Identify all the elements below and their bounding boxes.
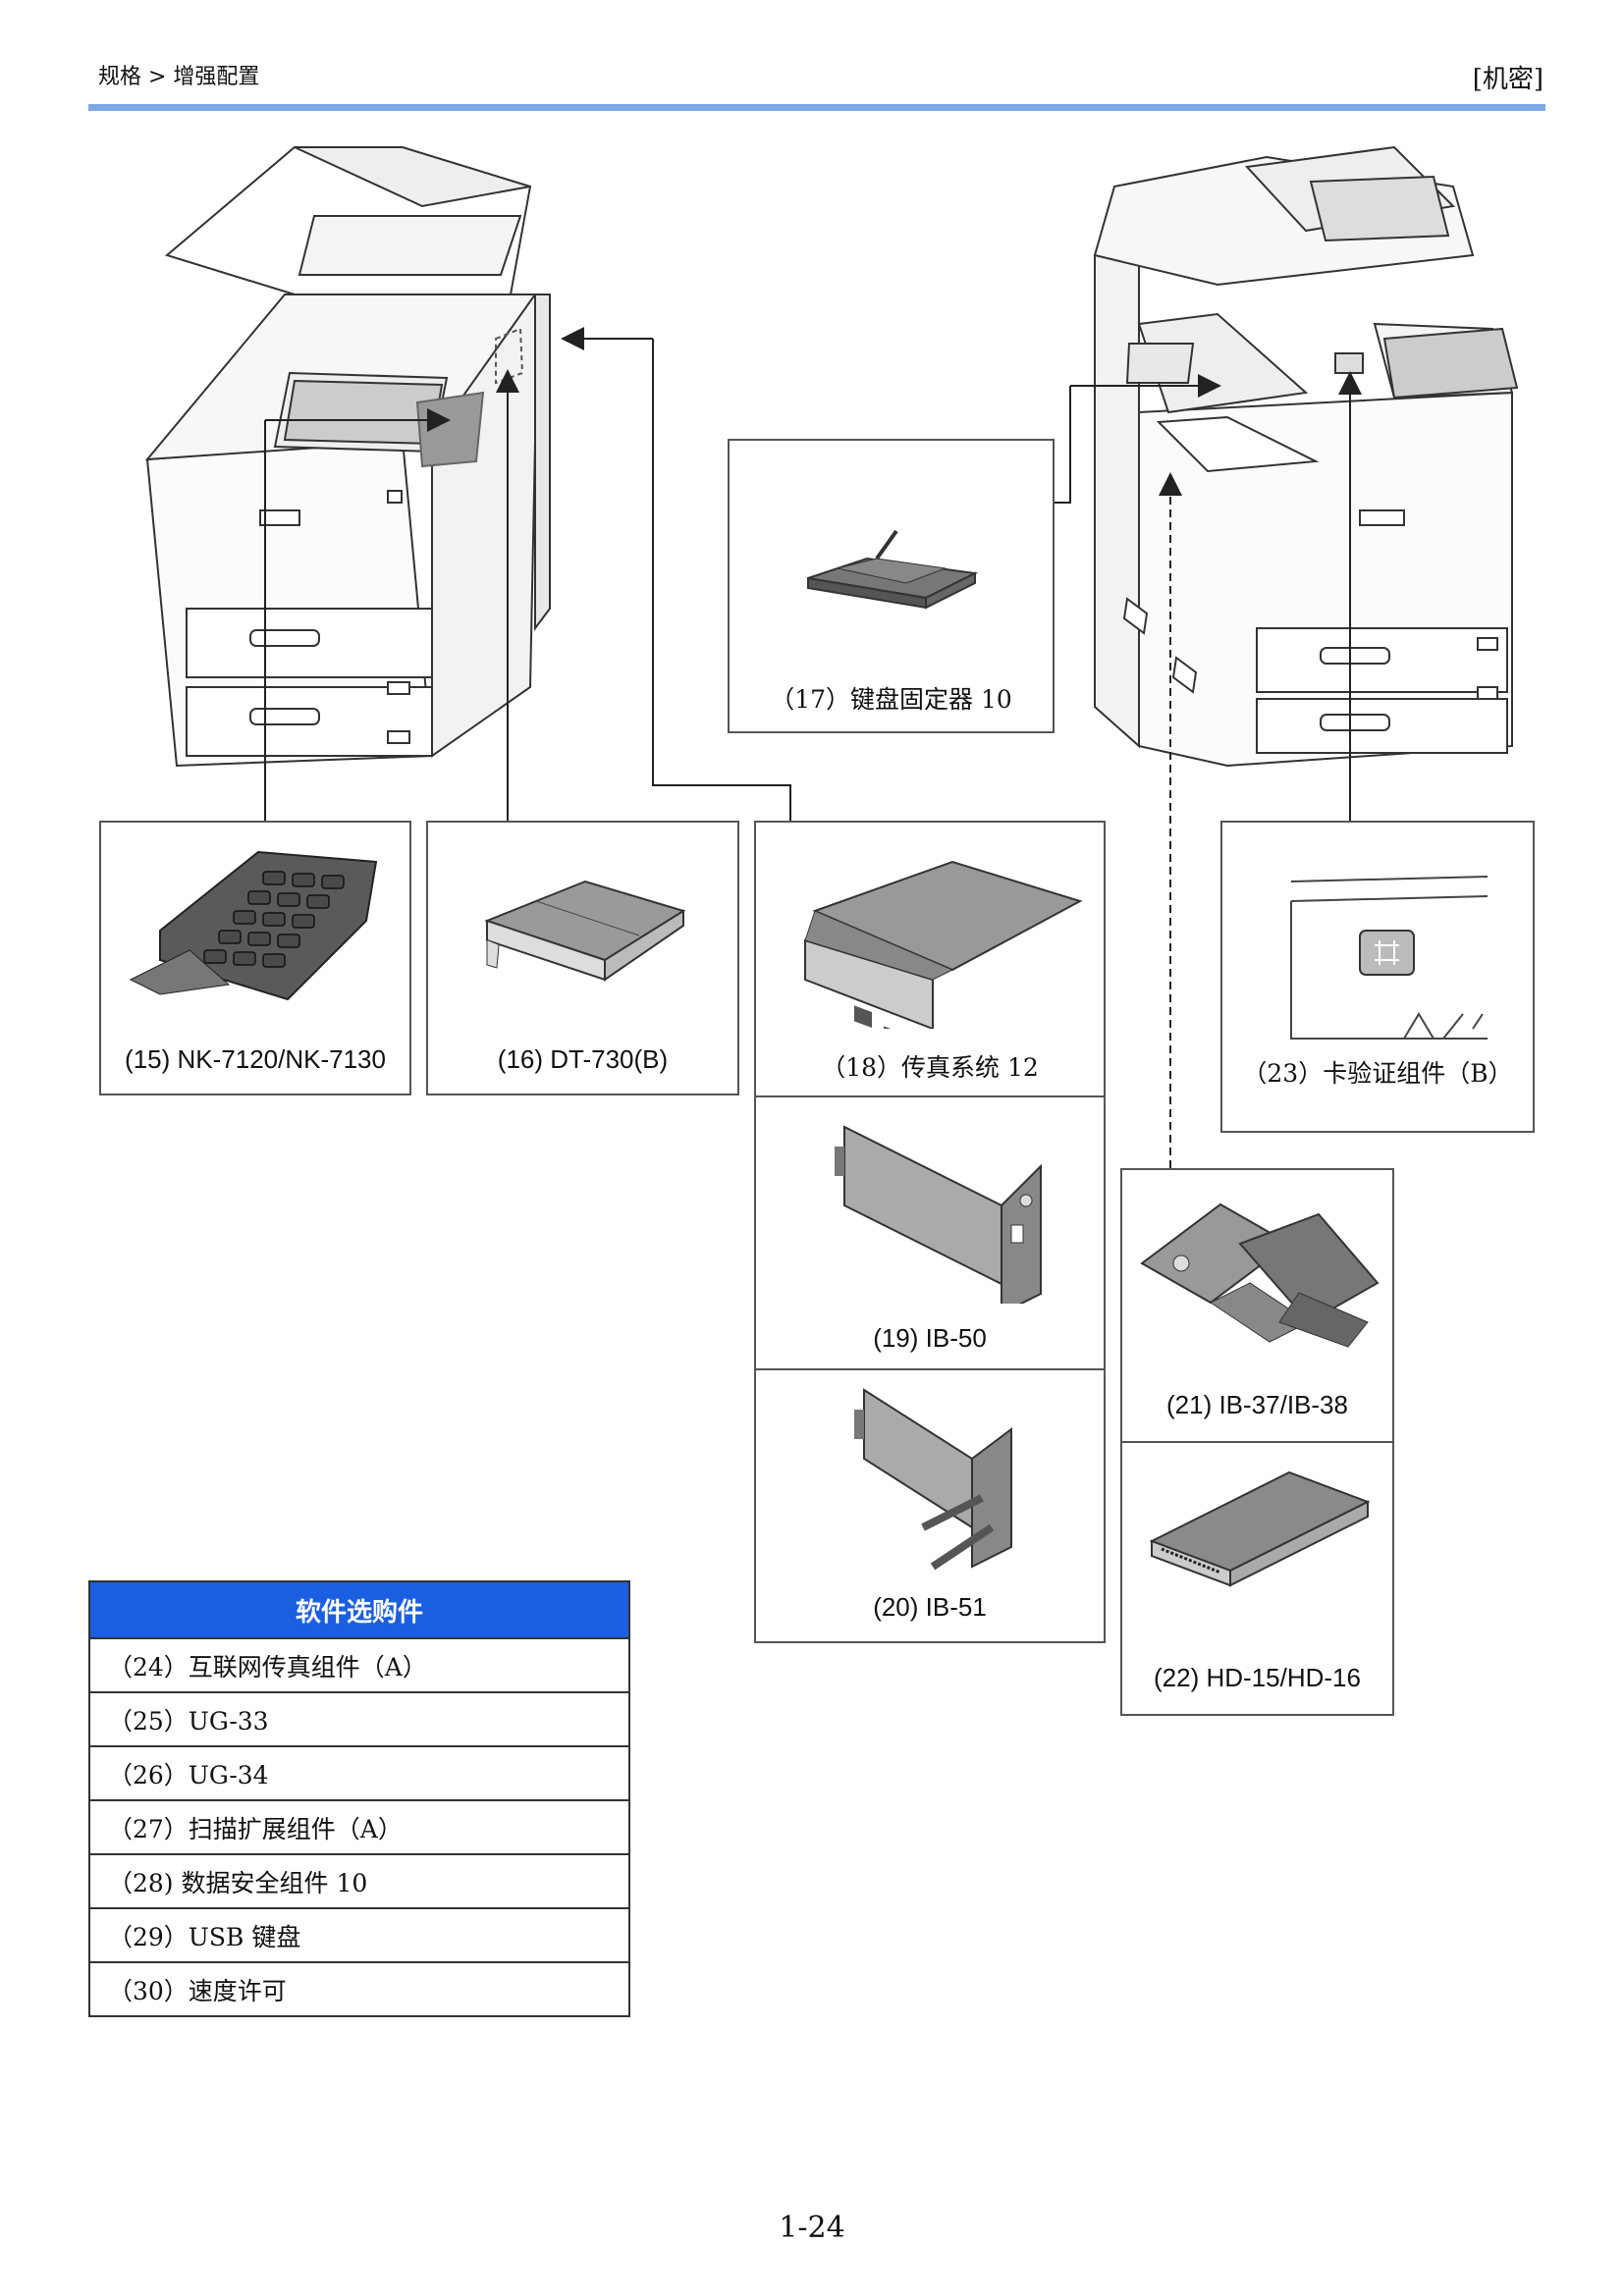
- option-label-20: (20) IB-51: [873, 1592, 987, 1622]
- option-label-19: (19) IB-50: [873, 1323, 987, 1353]
- option-label-15: (15) NK-7120/NK-7130: [125, 1044, 386, 1074]
- table-row: （28) 数据安全组件 10: [88, 1853, 630, 1909]
- option-label-18: （18）传真系统 12: [821, 1053, 1039, 1082]
- option-box-20: (20) IB-51: [754, 1368, 1106, 1643]
- numeric-keypad-icon: [129, 850, 378, 1001]
- wireless-card-icon: [854, 1388, 1012, 1571]
- option-box-21: (21) IB-37/IB-38: [1120, 1168, 1394, 1443]
- interface-kit-icon: [1140, 1202, 1380, 1348]
- fax-board-icon: [804, 860, 1083, 1029]
- diagram-illustration: [144, 145, 1519, 1168]
- option-label-22: (22) HD-15/HD-16: [1154, 1663, 1361, 1692]
- table-row: （26）UG-34: [88, 1745, 630, 1801]
- card-reader-icon: [1290, 876, 1489, 1040]
- table-row: （29）USB 键盘: [88, 1907, 630, 1963]
- table-row: （25）UG-33: [88, 1691, 630, 1747]
- option-box-18: （18）传真系统 12: [754, 821, 1106, 1097]
- confidential-label: [机密]: [1472, 65, 1543, 94]
- table-row: （27）扫描扩展组件（A）: [88, 1799, 630, 1855]
- option-box-23: （23）卡验证组件（B）: [1220, 821, 1535, 1133]
- option-box-22: (22) HD-15/HD-16: [1120, 1441, 1394, 1716]
- printer-right-illustration: [1093, 145, 1519, 768]
- network-card-icon: [835, 1125, 1042, 1304]
- option-box-19: (19) IB-50: [754, 1095, 1106, 1370]
- option-label-23: （23）卡验证组件（B）: [1242, 1059, 1513, 1088]
- document-tray-icon: [484, 880, 686, 982]
- option-box-15: (15) NK-7120/NK-7130: [99, 821, 411, 1095]
- hard-drive-icon: [1149, 1470, 1371, 1587]
- printer-left-illustration: [144, 145, 551, 768]
- software-options-table: 软件选购件 （24）互联网传真组件（A） （25）UG-33 （26）UG-34…: [88, 1580, 630, 2017]
- header-rule: [88, 104, 1545, 111]
- option-label-16: (16) DT-730(B): [497, 1044, 669, 1074]
- option-box-16: (16) DT-730(B): [426, 821, 739, 1095]
- page-number: 1-24: [779, 2211, 845, 2245]
- breadcrumb: 规格 > 增强配置: [98, 65, 260, 89]
- software-options-title: 软件选购件: [88, 1580, 630, 1639]
- option-label-17: （17）键盘固定器 10: [770, 685, 1012, 714]
- option-box-17: （17）键盘固定器 10: [728, 439, 1055, 733]
- keyboard-holder-icon: [807, 529, 979, 610]
- option-label-21: (21) IB-37/IB-38: [1166, 1390, 1348, 1419]
- table-row: （24）互联网传真组件（A）: [88, 1637, 630, 1693]
- table-row: （30）速度许可: [88, 1961, 630, 2017]
